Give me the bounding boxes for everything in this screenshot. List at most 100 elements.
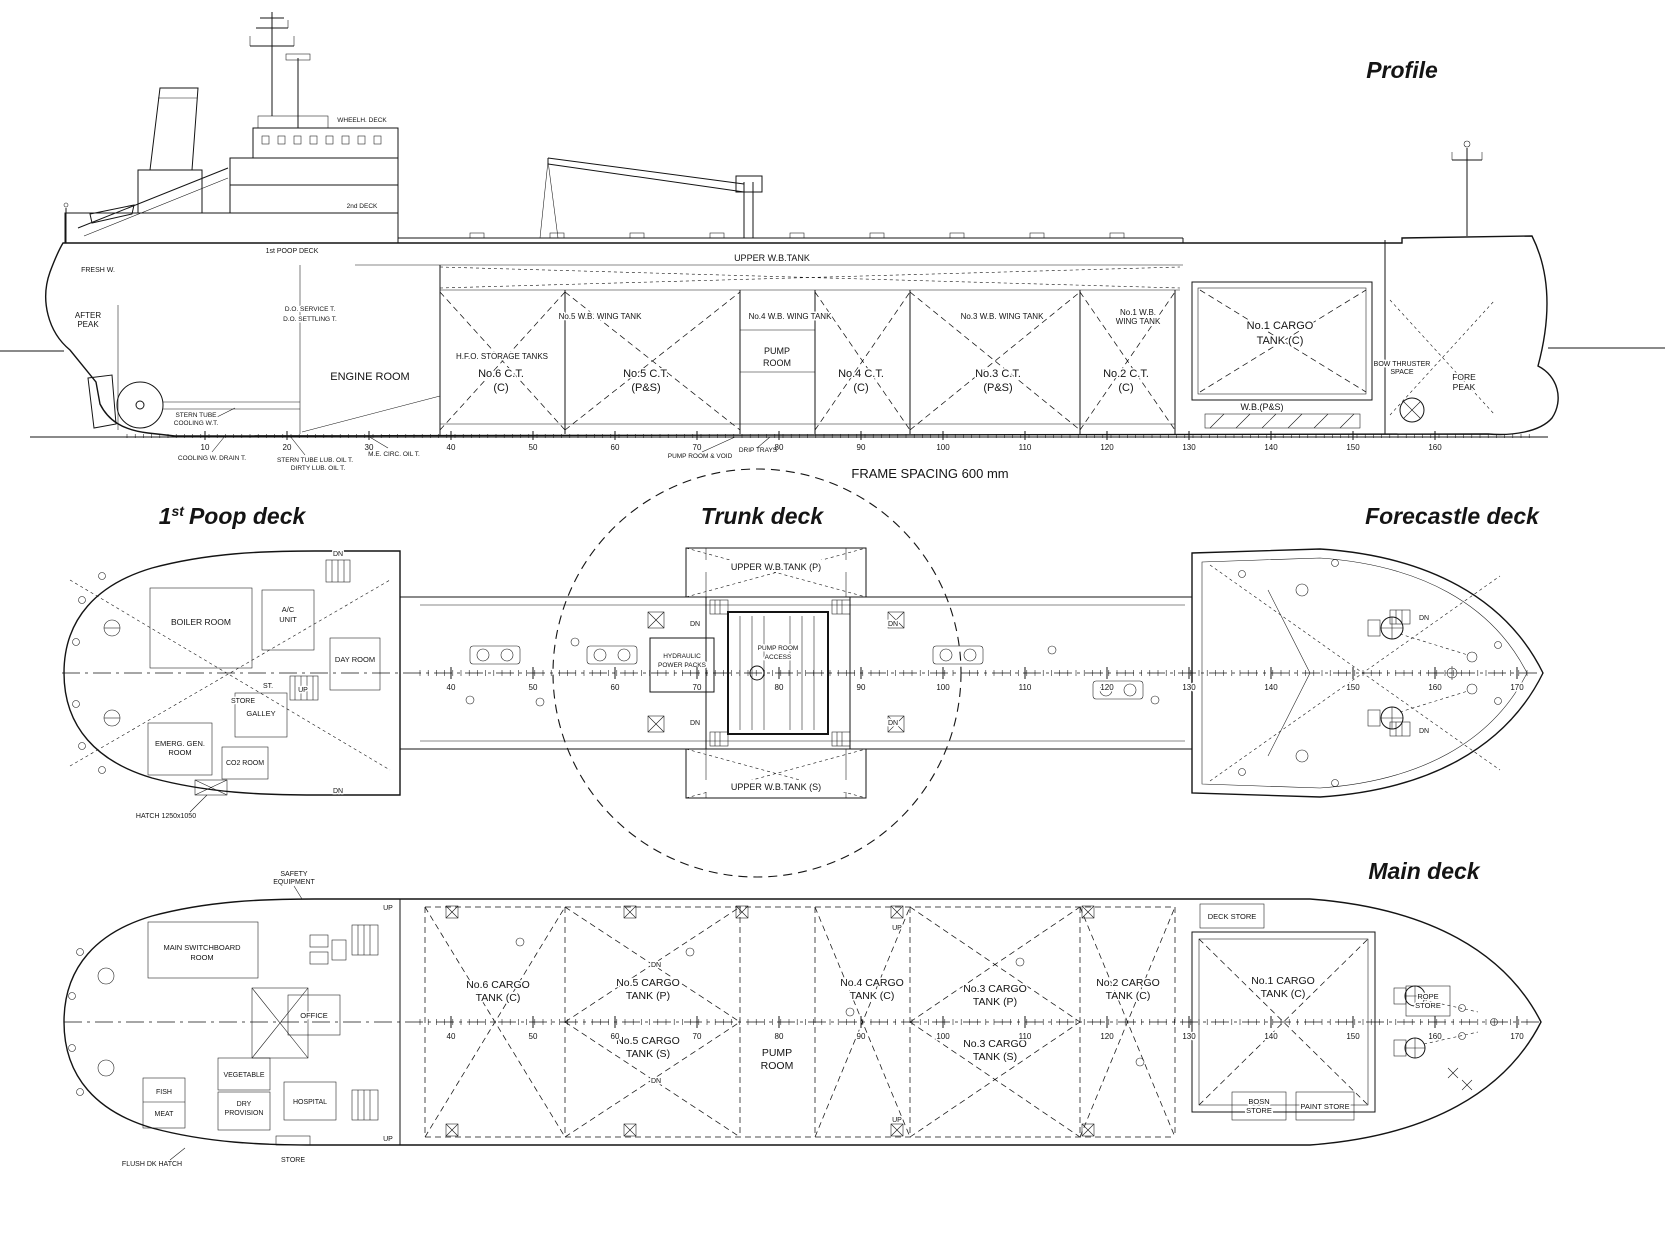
hose-crane	[539, 157, 763, 239]
main-switchboard-room	[147, 921, 259, 979]
frame-number: 60	[611, 683, 620, 692]
profile-view: Profile	[0, 12, 1665, 481]
frame-number: 40	[447, 1032, 456, 1041]
ct5-label2: (P&S)	[631, 382, 660, 394]
ct2-label: No.2 C.T.	[1103, 368, 1149, 380]
trunk-deck-plan: UPPER W.B.TANK (P) UPPER W.B.TANK (S) HY…	[400, 468, 1192, 878]
trunk-deck-title: Trunk deck	[701, 503, 824, 529]
radar-mast	[285, 53, 311, 128]
frame-number: 160	[1428, 683, 1442, 692]
frame-number: 170	[1510, 683, 1524, 692]
mooring-bitts-aft	[72, 572, 106, 774]
pump-room-label2: ROOM	[763, 358, 791, 368]
dn-label: DN	[690, 720, 700, 727]
ct6-label2: (C)	[493, 382, 508, 394]
frame-number: 170	[1510, 1032, 1524, 1041]
paint-store-label: PAINT STORE	[1300, 1102, 1349, 1111]
up-label: UP	[892, 1117, 902, 1124]
profile-hull-outline	[45, 235, 1559, 437]
frame-number: 80	[775, 683, 784, 692]
tank4-label: No.4 CARGO	[840, 977, 904, 989]
forecastle-fittings	[1238, 559, 1502, 787]
ct5-label: No.5 C.T.	[623, 368, 669, 380]
bow-thruster-label: BOW THRUSTER	[1374, 361, 1431, 368]
hydraulic-label2: POWER PACKS	[658, 662, 707, 669]
frame-number: 160	[1428, 1032, 1442, 1041]
rope-store-label2: STORE	[1415, 1001, 1441, 1010]
boiler-room-label: BOILER ROOM	[171, 617, 231, 627]
stern-cooling-label: STERN TUBE	[175, 412, 217, 419]
forecastle-outline	[1191, 548, 1544, 798]
cooling-drain-label: COOLING W. DRAIN T.	[178, 455, 246, 462]
do-settling-label: D.O. SETTLING T.	[283, 316, 337, 323]
no1-tank-profile	[1191, 281, 1373, 401]
frame-number: 60	[611, 443, 620, 452]
emergency-generator-room	[147, 722, 213, 776]
msb-label: MAIN SWITCHBOARD	[163, 943, 241, 952]
drip-trays-label: DRIP TRAYS	[739, 447, 778, 454]
vegetable-label: VEGETABLE	[223, 1072, 264, 1079]
dry-provision-room	[217, 1091, 271, 1131]
pump-room-label: PUMP	[764, 346, 790, 356]
dn-label: DN	[333, 551, 343, 558]
frame-number: 130	[1182, 1032, 1196, 1041]
ct3-label: No.3 C.T.	[975, 368, 1021, 380]
upper-wb-tank-s	[685, 748, 867, 799]
tank2-label: No.2 CARGO	[1096, 977, 1160, 989]
upper-wb-tank-label: UPPER W.B.TANK	[734, 253, 810, 263]
pump-room-label: PUMP	[762, 1047, 792, 1059]
bosn-store-label: BOSN	[1248, 1097, 1269, 1106]
upper-wb-tank-p	[685, 547, 867, 598]
deck-store-label: DECK STORE	[1208, 912, 1257, 921]
ac-unit-label: A/C	[282, 605, 295, 614]
safety-equipment-label: SAFETY	[280, 871, 308, 878]
dn-label: DN	[888, 621, 898, 628]
stern-hatch	[189, 779, 228, 813]
dn-label: DN	[1419, 728, 1429, 735]
fore-peak-label2: PEAK	[1453, 382, 1476, 392]
safety-equipment-label2: EQUIPMENT	[273, 879, 315, 886]
tank2-label2: TANK (C)	[1106, 990, 1151, 1002]
ct4-label: No.4 C.T.	[838, 368, 884, 380]
galley-label: GALLEY	[246, 709, 275, 718]
vegetable-room	[217, 1057, 271, 1091]
tank5p-label2: TANK (P)	[626, 990, 670, 1002]
superstructure	[63, 12, 399, 244]
stern-flagstaff	[63, 202, 69, 243]
hydraulic-label: HYDRAULIC	[663, 653, 701, 660]
office-label: OFFICE	[300, 1011, 328, 1020]
dn-label: DN	[651, 1078, 661, 1085]
day-room	[329, 637, 381, 691]
pump-room-access-casing	[727, 611, 829, 735]
fore-mast	[1451, 140, 1483, 236]
wheelhouse-deck-label: WHEELH. DECK	[337, 117, 387, 124]
bow-thruster-tunnel	[1399, 397, 1425, 423]
second-deck-label: 2nd DECK	[347, 203, 378, 210]
propeller-rudder	[87, 374, 300, 429]
deck-store	[1199, 903, 1265, 929]
hydraulic-power-pack-box	[649, 637, 715, 693]
frame-number: 50	[529, 443, 538, 452]
stern-lub-label: STERN TUBE LUB. OIL T.	[277, 457, 353, 464]
frame-number: 90	[857, 683, 866, 692]
emerg-gen-label: EMERG. GEN.	[155, 739, 205, 748]
deck-hatches	[445, 905, 1145, 1137]
frame-number: 20	[283, 443, 292, 452]
fresh-water-label: FRESH W.	[81, 267, 115, 274]
frame-number: 150	[1346, 683, 1360, 692]
emerg-gen-label2: ROOM	[168, 748, 191, 757]
frame-number: 150	[1346, 1032, 1360, 1041]
galley-room	[234, 692, 288, 738]
tank1-label2: TANK (C)	[1261, 988, 1306, 1000]
dn-label: DN	[888, 720, 898, 727]
up-label: UP	[298, 687, 308, 694]
ct1-label: No.1 CARGO	[1247, 320, 1314, 332]
after-peak-label: AFTER	[75, 311, 101, 320]
frame-number: 130	[1182, 683, 1196, 692]
office-room	[287, 994, 341, 1036]
ac-unit-room	[261, 589, 315, 651]
